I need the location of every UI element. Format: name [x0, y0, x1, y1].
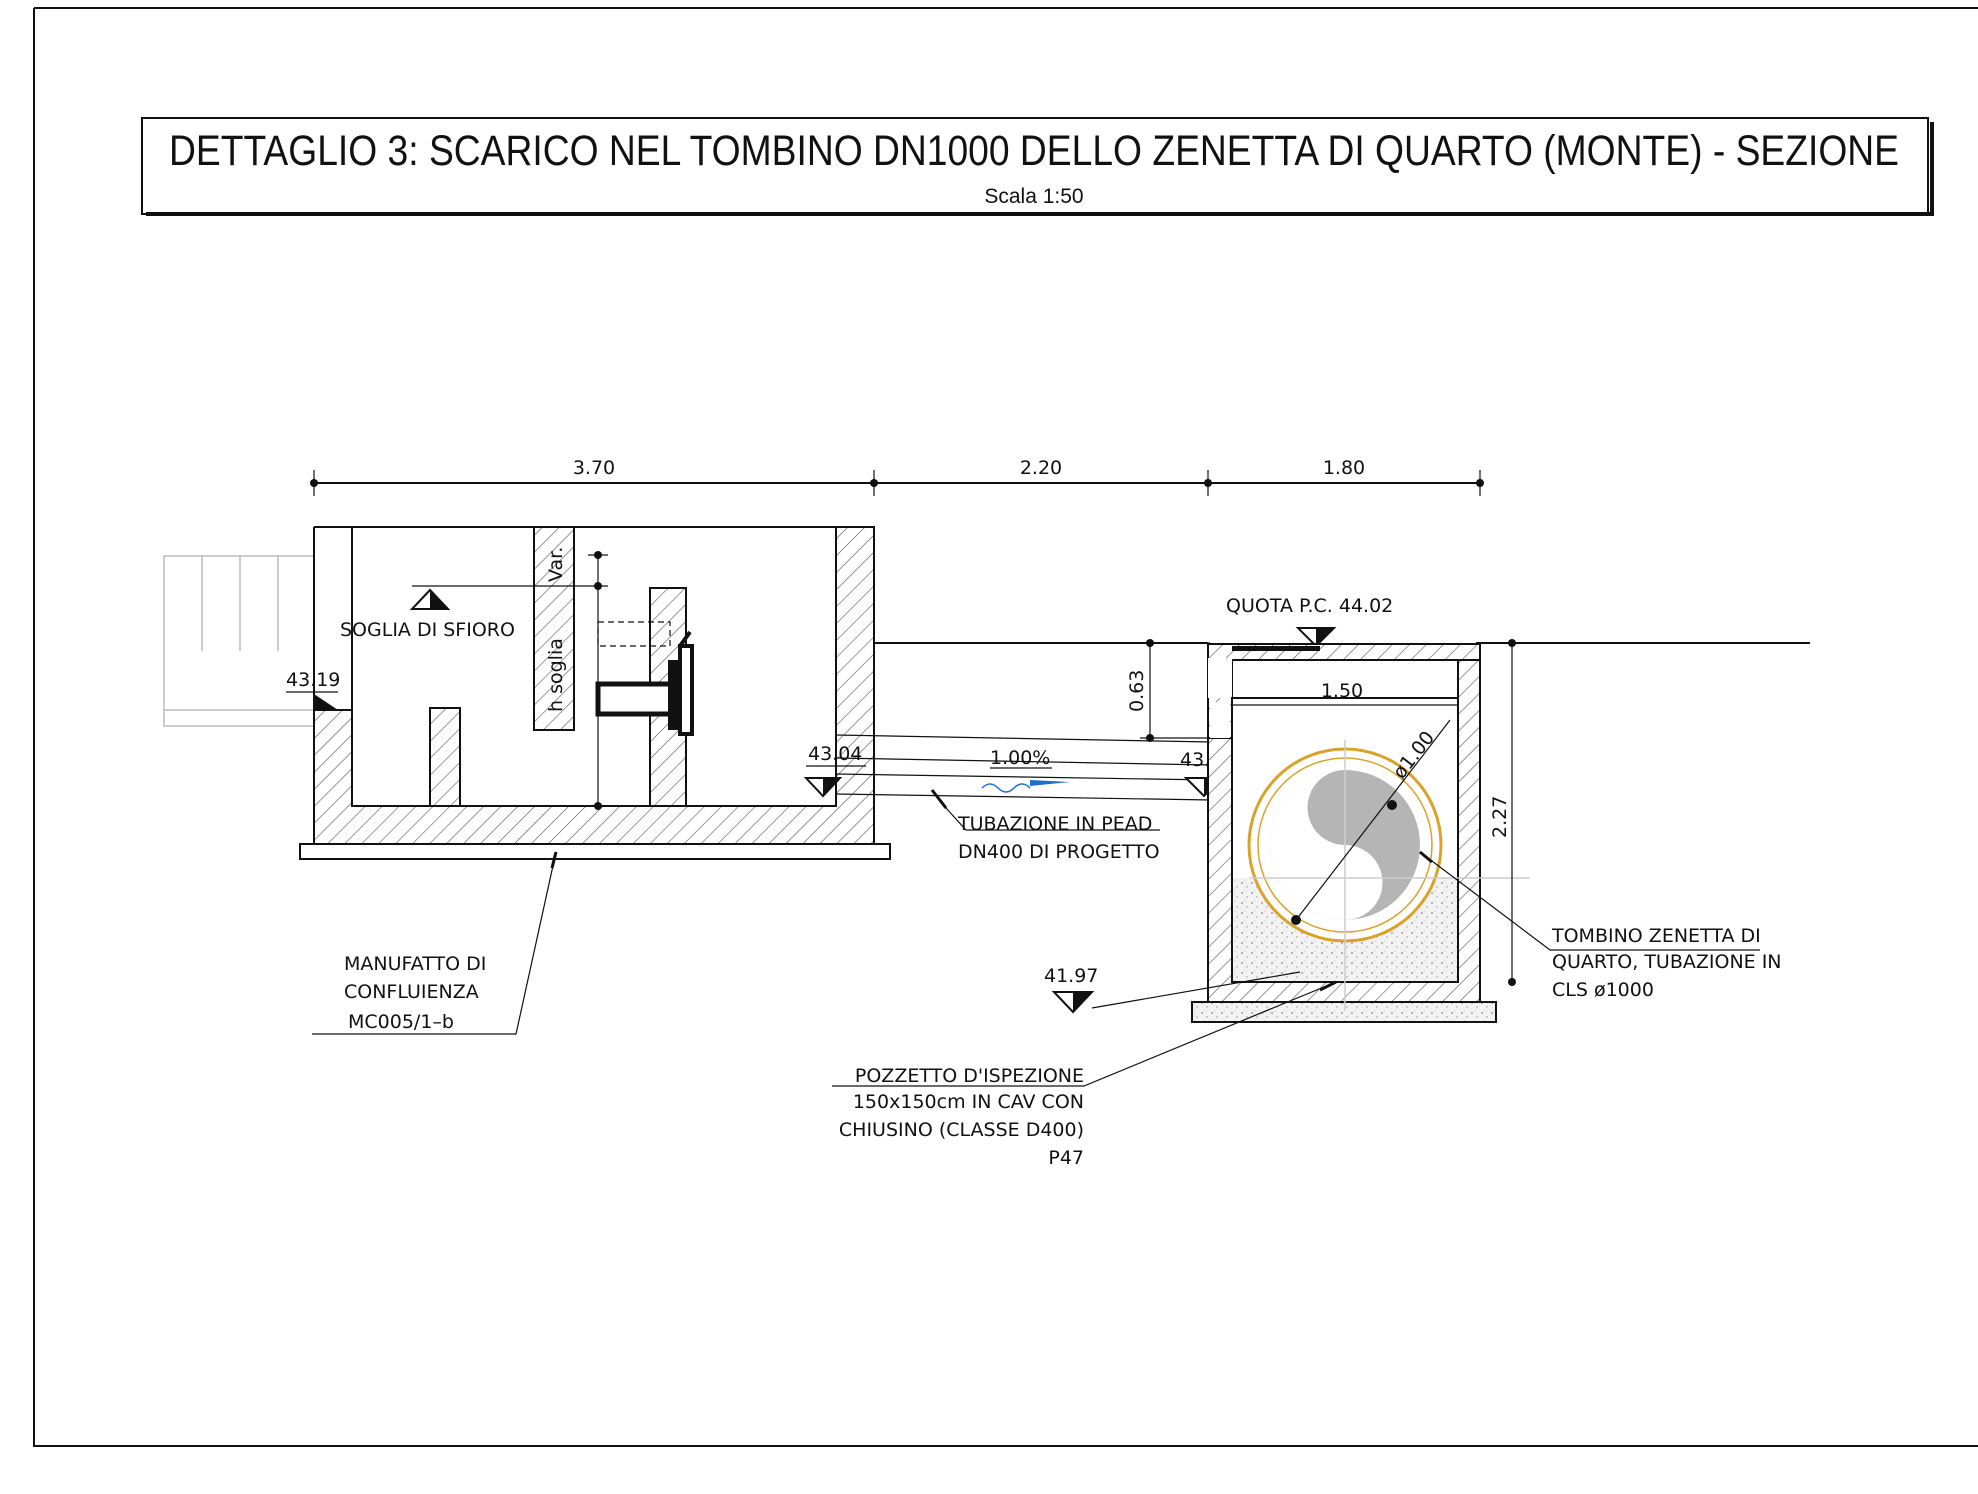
level-left-invert: 43.19	[286, 669, 340, 691]
label-manhole-3: CHIUSINO (CLASSE D400)	[839, 1119, 1084, 1141]
label-pipe-2: DN400 DI PROGETTO	[958, 841, 1160, 863]
title-block: DETTAGLIO 3: SCARICO NEL TOMBINO DN1000 …	[141, 117, 1934, 216]
label-var: Var.	[545, 547, 567, 582]
dim-span-2: 2.20	[1020, 457, 1062, 479]
confluence-callout: MANUFATTO DI CONFLUIENZA MC005/1–b	[312, 851, 558, 1035]
dim-span-1: 3.70	[573, 457, 615, 479]
dim-span-3: 1.80	[1323, 457, 1365, 479]
confluence-structure: SOGLIA DI SFIORO Var. h soglia 43.19	[286, 526, 891, 860]
label-slope: 1.00%	[990, 747, 1050, 769]
dim-depth-text: 0.63	[1126, 670, 1148, 712]
label-confluence-3: MC005/1–b	[348, 1011, 454, 1033]
title-text: DETTAGLIO 3: SCARICO NEL TOMBINO DN1000 …	[169, 127, 1899, 175]
dim-manhole-width: 1.50	[1321, 680, 1363, 702]
label-h-threshold: h soglia	[545, 638, 567, 712]
ground-line: QUOTA P.C. 44.02	[874, 595, 1810, 648]
dim-manhole-height: 2.27	[1489, 796, 1511, 838]
label-manhole-4: P47	[1048, 1147, 1084, 1169]
label-culvert-2: QUARTO, TUBAZIONE IN	[1552, 951, 1782, 973]
manhole-callout: POZZETTO D'ISPEZIONE 150x150cm IN CAV CO…	[832, 980, 1337, 1169]
scale-text: Scala 1:50	[984, 185, 1083, 208]
label-manhole-2: 150x150cm IN CAV CON	[853, 1091, 1084, 1113]
dimension-chain: 3.70 2.20 1.80	[310, 457, 1484, 496]
level-manhole-bottom: 41.97	[1044, 965, 1098, 987]
inlet-grid	[163, 555, 314, 727]
label-confluence-1: MANUFATTO DI	[344, 953, 486, 975]
label-pipe-1: TUBAZIONE IN PEAD	[957, 813, 1152, 835]
sheet-border	[33, 7, 1978, 1447]
inspection-manhole: 1.50 ø1.00 2.27 41.97 TOMBINO ZENETTA DI…	[1044, 639, 1782, 1023]
label-weir: SOGLIA DI SFIORO	[340, 619, 515, 641]
level-ground: QUOTA P.C. 44.02	[1226, 595, 1393, 617]
label-confluence-2: CONFLUIENZA	[344, 981, 479, 1003]
dim-diameter: ø1.00	[1389, 727, 1440, 783]
label-culvert-1: TOMBINO ZENETTA DI	[1551, 925, 1761, 947]
dim-depth: 0.63	[1126, 639, 1210, 742]
label-manhole-1: POZZETTO D'ISPEZIONE	[855, 1065, 1084, 1087]
label-culvert-3: CLS ø1000	[1552, 979, 1654, 1001]
level-pipe-start: 43.04	[808, 743, 862, 765]
